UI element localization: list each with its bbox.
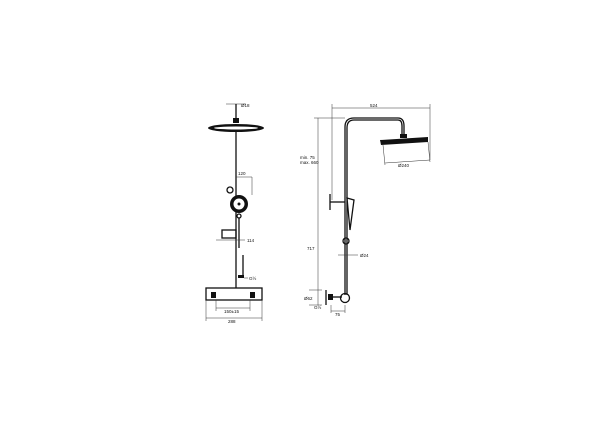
- label-inlet-spacing: 150±15: [224, 309, 239, 314]
- thermostat-body: [205, 287, 263, 301]
- label-arm-length: 524: [370, 103, 378, 108]
- label-hand-shower-width: 120: [238, 171, 246, 176]
- label-height-min: min. 75: [300, 155, 315, 160]
- slider: [226, 186, 234, 194]
- shower-head-side: [380, 137, 428, 145]
- front-view: Ø18 120 114 G½ 150±15 288: [205, 103, 264, 324]
- hand-shower-side: [346, 197, 355, 231]
- label-pipe-diameter: Ø18: [241, 103, 250, 108]
- label-side-inlet-thread: G½: [314, 304, 322, 310]
- shower-arm: [344, 117, 405, 295]
- label-depth: 75: [335, 312, 341, 317]
- wall-bracket: [221, 229, 237, 239]
- label-height-max: max. 660: [300, 160, 319, 165]
- label-holder-offset: 114: [247, 238, 255, 243]
- label-head-diameter: Ø240: [398, 163, 410, 168]
- thermostat-side: [339, 292, 351, 304]
- label-overall-height: 717: [307, 246, 315, 251]
- label-rail-diameter: Ø24: [360, 253, 369, 258]
- label-overall-width: 288: [228, 319, 236, 324]
- head-nut: [233, 118, 239, 123]
- label-inlet-thread: G½: [249, 275, 257, 281]
- slider-side: [342, 237, 350, 245]
- label-escutcheon-diameter: Ø62: [304, 296, 313, 301]
- side-view: 524 Ø240 min. 75 max. 660 717 Ø24 Ø62 G½…: [300, 103, 431, 317]
